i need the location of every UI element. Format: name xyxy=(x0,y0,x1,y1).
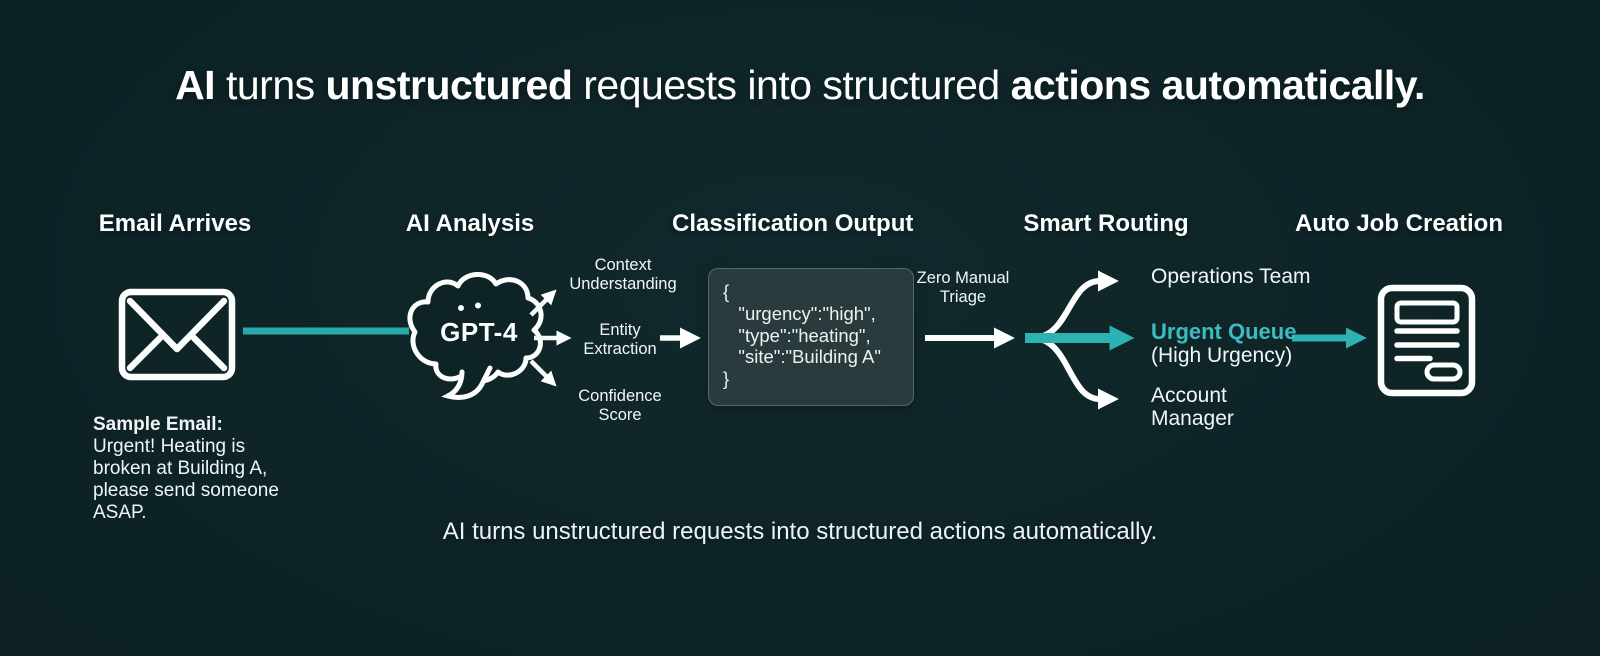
code-line: "site":"Building A" xyxy=(723,346,881,368)
code-line: { xyxy=(723,281,730,302)
title-segment: turns xyxy=(225,62,326,108)
label-zero-manual-triage: Zero Manual Triage xyxy=(916,269,1010,306)
route-urgent-queue: Urgent Queue (High Urgency) xyxy=(1151,319,1296,368)
brain-dot-left xyxy=(458,305,464,311)
label-context-understanding: Context Understanding xyxy=(569,256,677,293)
page-title: AI turns unstructured requests into stru… xyxy=(0,62,1600,109)
route-account-manager: Account Manager xyxy=(1151,384,1234,430)
urgent-queue-sublabel: (High Urgency) xyxy=(1151,344,1293,367)
code-line: } xyxy=(723,368,730,390)
route-operations-team: Operations Team xyxy=(1151,265,1311,288)
bottom-caption: AI turns unstructured requests into stru… xyxy=(442,518,1158,545)
code-line: "urgency":"high", xyxy=(723,302,876,324)
classification-json-box: { "urgency":"high", "type":"heating", "s… xyxy=(708,268,914,406)
heading-email-arrives: Email Arrives xyxy=(98,210,252,237)
arrow-to-confidence xyxy=(529,359,557,387)
brain-icon: GPT-4 xyxy=(407,272,544,400)
envelope-icon xyxy=(118,288,236,381)
sample-email-text: Urgent! Heating is broken at Building A,… xyxy=(93,436,279,523)
heading-smart-routing: Smart Routing xyxy=(1023,210,1189,237)
heading-classification-output: Classification Output xyxy=(672,210,914,237)
heading-auto-job-creation: Auto Job Creation xyxy=(1295,210,1503,237)
document-icon xyxy=(1377,284,1476,397)
branch-curve-account xyxy=(1031,335,1119,410)
sample-email-label: Sample Email: xyxy=(93,414,223,435)
branch-curve-operations xyxy=(1031,270,1119,341)
title-segment: AI xyxy=(175,62,226,108)
label-confidence-score: Confidence Score xyxy=(578,387,662,424)
heading-ai-analysis: AI Analysis xyxy=(405,210,535,237)
title-segment: actions automatically. xyxy=(1010,62,1426,108)
label-entity-extraction: Entity Extraction xyxy=(583,321,657,358)
title-segment: requests into structured xyxy=(583,62,1011,108)
brain-dot-right xyxy=(475,302,481,309)
arrow-to-context xyxy=(529,289,557,317)
sample-email-block: Sample Email: Urgent! Heating is broken … xyxy=(93,414,291,524)
title-segment: unstructured xyxy=(325,62,584,108)
model-label: GPT-4 xyxy=(440,317,518,347)
code-line: "type":"heating", xyxy=(723,324,871,346)
urgent-queue-label: Urgent Queue xyxy=(1151,319,1297,344)
